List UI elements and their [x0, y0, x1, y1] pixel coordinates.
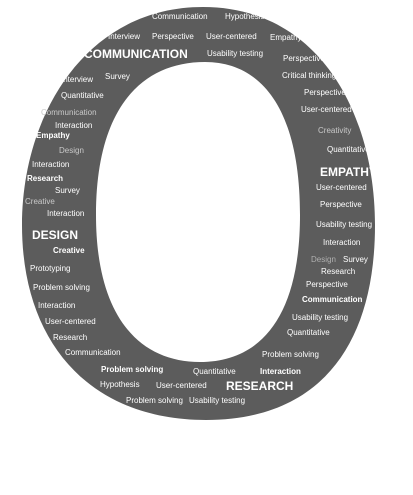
word: Communication	[41, 108, 97, 117]
word: Communication	[65, 348, 121, 357]
ring-path	[22, 7, 375, 420]
word: Design	[311, 255, 336, 264]
word: Creative	[53, 246, 85, 255]
word: Empathy	[36, 131, 70, 140]
word: Design	[59, 146, 84, 155]
word: Problem solving	[33, 283, 90, 292]
word: Interaction	[32, 160, 70, 169]
word: Communication	[152, 12, 208, 21]
word: Quantitative	[61, 91, 104, 100]
word: Interaction	[260, 367, 301, 376]
label-research: RESEARCH	[226, 379, 294, 393]
word: Perspective	[306, 280, 348, 289]
word: Interview	[61, 75, 94, 84]
label-empathy: EMPATHY	[320, 165, 377, 179]
word: Quantitative	[327, 145, 370, 154]
word: Interaction	[47, 209, 85, 218]
word: Interaction	[38, 301, 76, 310]
word: Hypothesis	[225, 12, 265, 21]
word: Empathy	[270, 33, 302, 42]
word: Interaction	[323, 238, 361, 247]
word: Creativity	[318, 126, 352, 135]
word: Problem solving	[101, 365, 164, 374]
word: Usability testing	[189, 396, 246, 405]
word: Hypothesis	[100, 380, 140, 389]
label-design: DESIGN	[32, 228, 79, 242]
word: Survey	[105, 72, 130, 81]
word: Perspective	[320, 200, 362, 209]
word: Perspective	[152, 32, 194, 41]
word: Quantitative	[287, 328, 330, 337]
word: Research	[321, 267, 356, 276]
word: Survey	[343, 255, 368, 264]
word: User-centered	[45, 317, 96, 326]
word: Prototyping	[30, 264, 71, 273]
word: Problem solving	[126, 396, 183, 405]
word: Communication	[302, 295, 363, 304]
word: Perspective	[283, 54, 325, 63]
word: Usability testing	[316, 220, 373, 229]
label-communication: COMMUNICATION	[84, 47, 188, 61]
word: Survey	[55, 186, 80, 195]
word: Usability testing	[207, 49, 264, 58]
word: Creative	[25, 197, 55, 206]
word: Perspective	[304, 88, 346, 97]
word: User-centered	[301, 105, 352, 114]
word: Interaction	[55, 121, 93, 130]
word: Interview	[108, 32, 141, 41]
word: User-centered	[206, 32, 257, 41]
word: User-centered	[156, 381, 207, 390]
word: Usability testing	[292, 313, 349, 322]
word: Research	[27, 174, 64, 183]
word: Problem solving	[262, 350, 319, 359]
word: Quantitative	[193, 367, 236, 376]
word: Research	[53, 333, 88, 342]
word: Critical thinking	[282, 71, 337, 80]
word: User-centered	[316, 183, 367, 192]
